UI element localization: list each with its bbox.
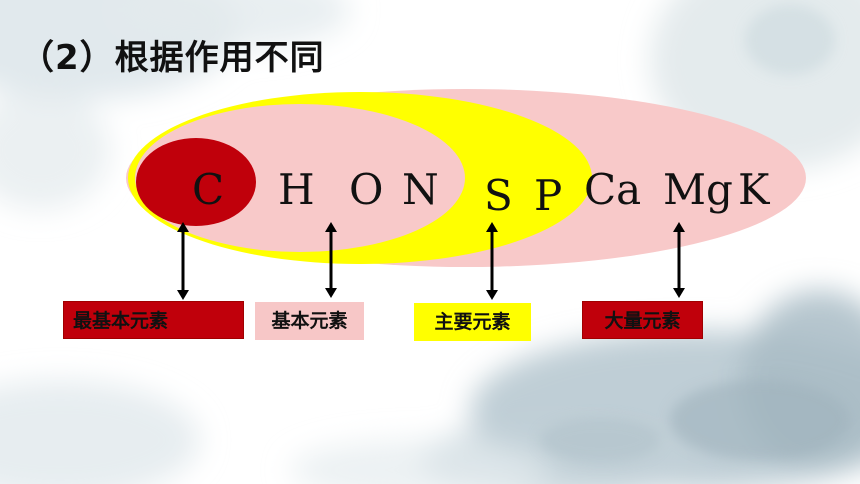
label-macro-elements: 大量元素	[582, 301, 703, 339]
label-basic-elements: 基本元素	[255, 302, 364, 340]
element-s: S	[484, 171, 513, 220]
element-ca: Ca	[584, 165, 641, 214]
element-p: P	[534, 171, 562, 220]
label-main-elements: 主要元素	[414, 303, 531, 341]
arrow-most-basic	[177, 222, 189, 300]
element-k: K	[738, 165, 771, 214]
arrow-basic	[325, 222, 337, 298]
element-h: H	[278, 165, 315, 214]
most-basic-element-circle	[136, 138, 256, 226]
arrow-main	[486, 222, 498, 300]
arrow-macro	[673, 222, 685, 298]
element-c: C	[192, 165, 224, 214]
slide-title: （2）根据作用不同	[20, 38, 325, 78]
element-mg: Mg	[663, 165, 733, 214]
element-n: N	[402, 165, 439, 214]
label-most-basic-elements: 最基本元素	[63, 301, 244, 339]
element-o: O	[349, 165, 383, 214]
